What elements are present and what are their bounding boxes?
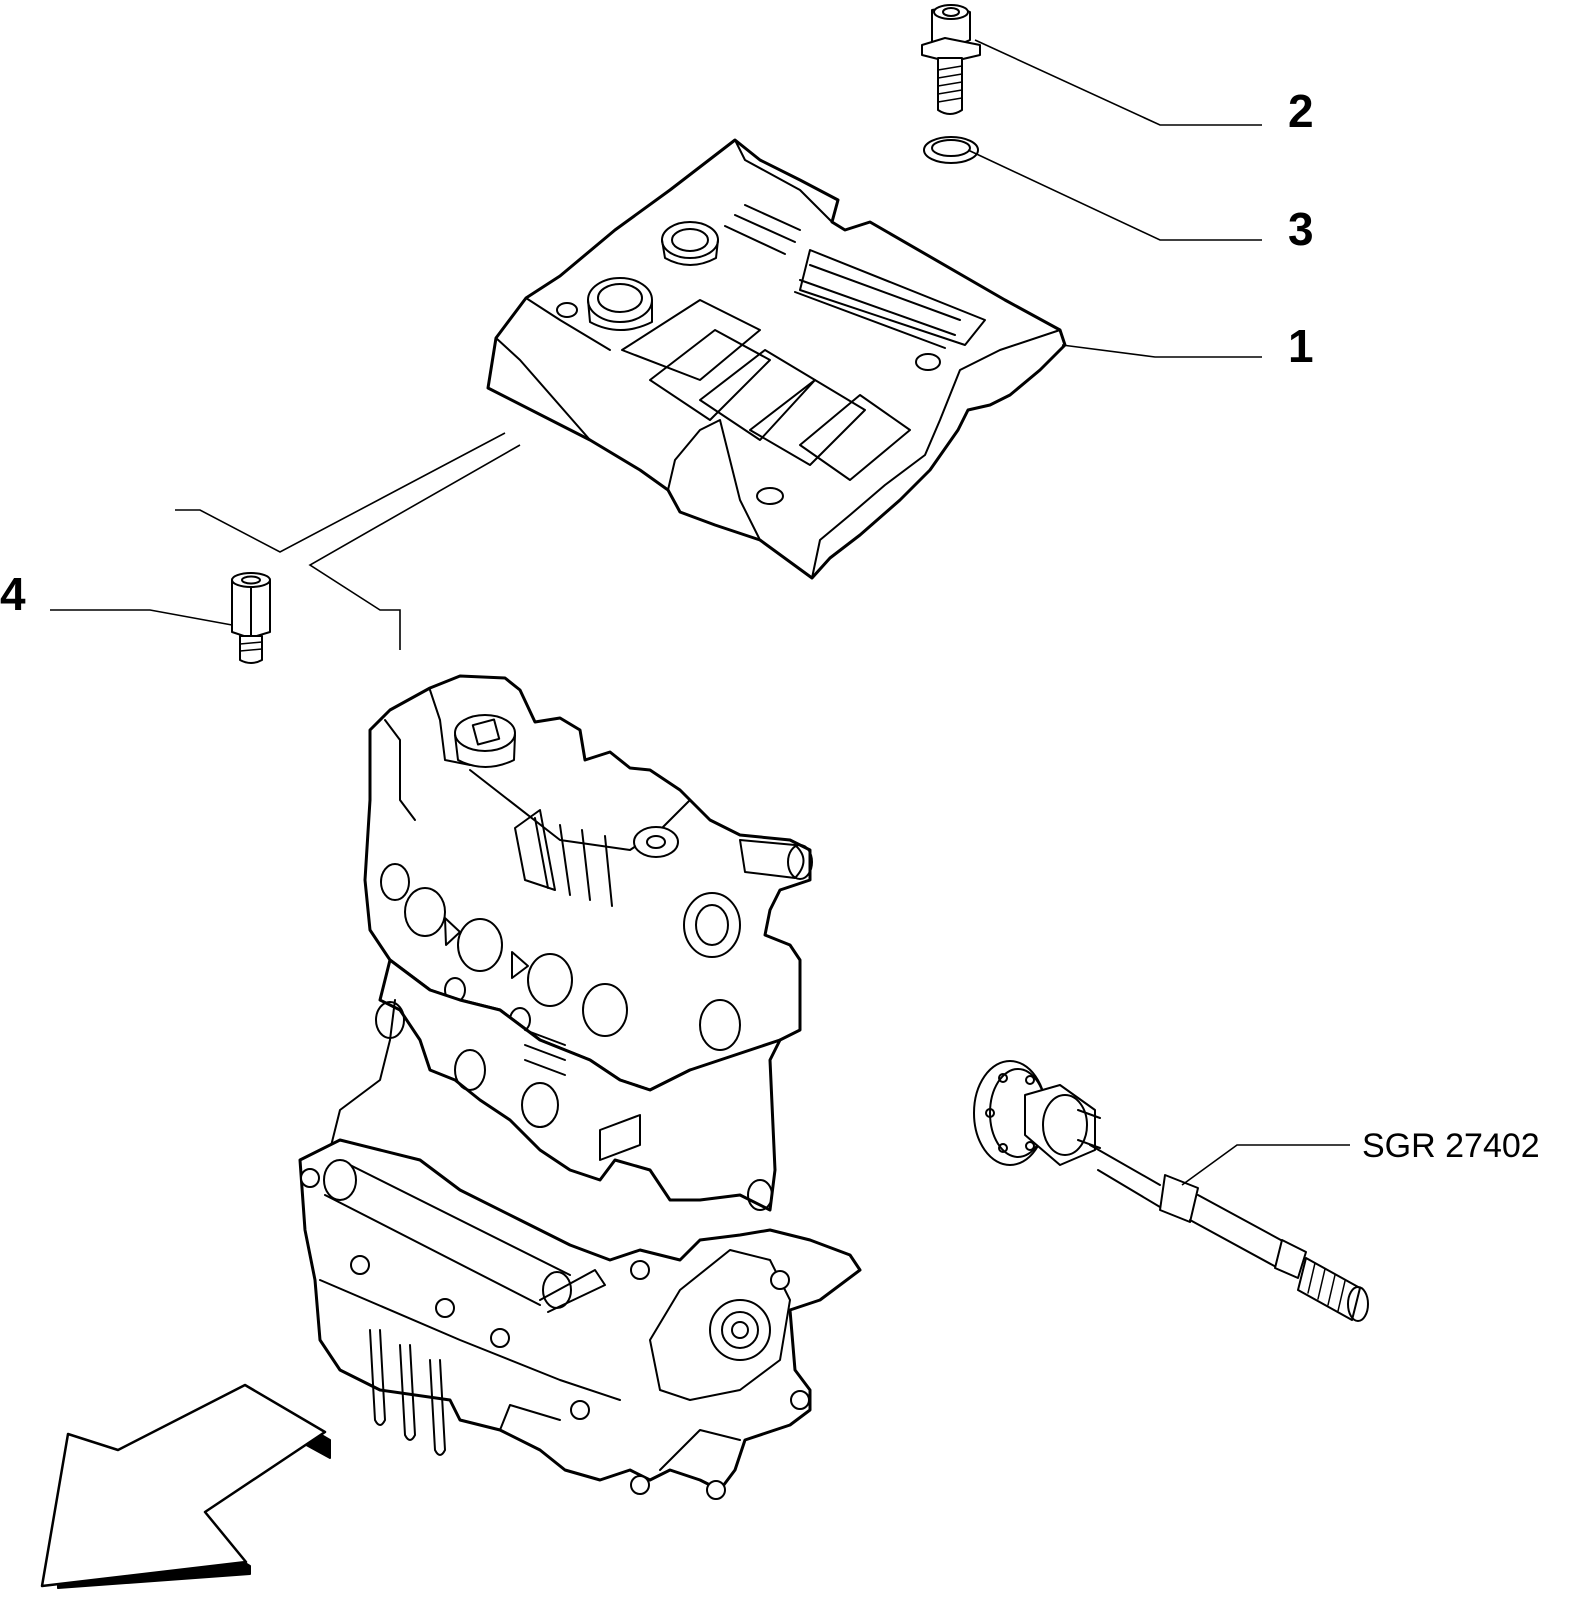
callout-part-1: 1 [1288,320,1314,372]
callout-part-2: 2 [1288,85,1314,137]
leader-line-3 [967,149,1262,241]
leader-lines [50,39,1350,1186]
callout-part-4: 4 [0,568,26,620]
leader-line-4 [50,609,233,626]
locator-line [175,432,506,553]
screw-icon [921,4,981,115]
leader-line-ref [1181,1144,1350,1186]
locator-line [308,444,521,650]
leader-line-1 [1061,344,1262,358]
reference-code: SGR 27402 [1362,1127,1540,1165]
engine-cover-icon [486,138,1067,580]
spacer-stud-icon [231,572,271,664]
front-direction-arrow-icon [40,1383,331,1589]
callout-part-3: 3 [1288,203,1314,255]
leader-line-2 [974,39,1262,126]
washer-icon [923,136,979,164]
drive-shaft-icon [973,1060,1369,1322]
engine-block-icon [298,674,862,1500]
